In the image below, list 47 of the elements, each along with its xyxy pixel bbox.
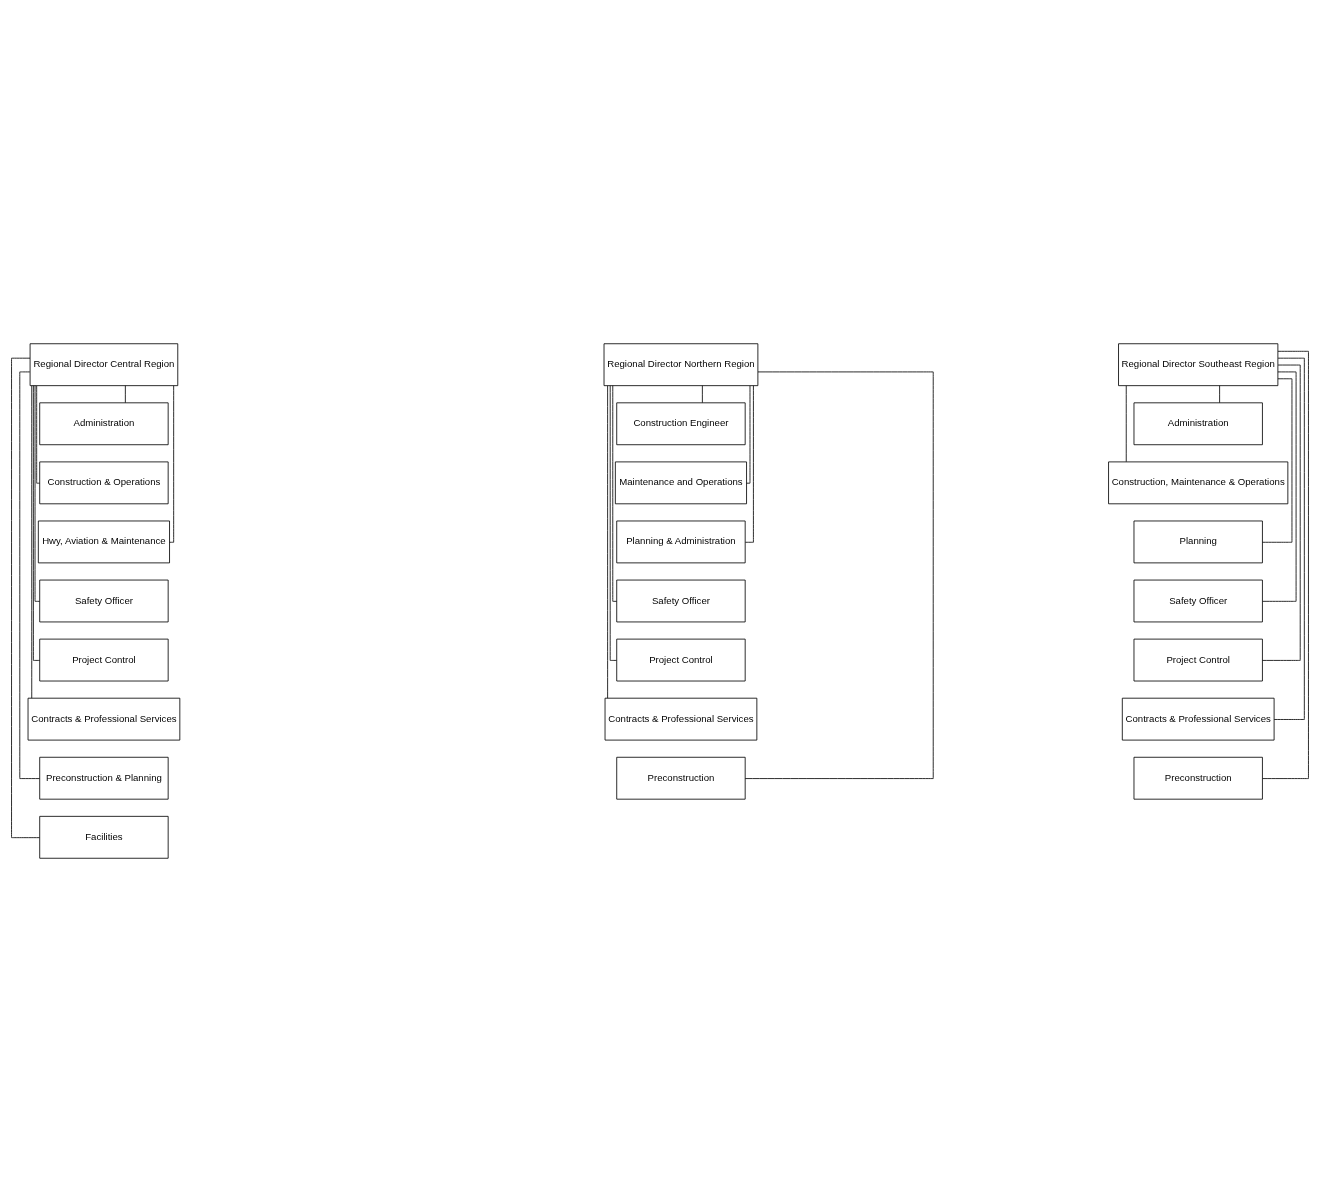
node-box: Administration bbox=[1133, 402, 1263, 446]
connector bbox=[612, 385, 618, 602]
connector bbox=[609, 385, 617, 661]
connector bbox=[11, 357, 40, 839]
node-box: Construction & Operations bbox=[39, 461, 169, 505]
node-box: Contracts & Professional Services bbox=[1121, 697, 1275, 741]
node-box: Administration bbox=[39, 402, 169, 446]
node-box: Maintenance and Operations bbox=[614, 461, 747, 505]
node-box: Planning bbox=[1133, 520, 1263, 564]
connector bbox=[1219, 385, 1220, 404]
node-box: Construction Engineer bbox=[616, 402, 746, 446]
connector bbox=[745, 385, 754, 543]
node-box: Facilities bbox=[39, 815, 169, 859]
node-box: Preconstruction bbox=[1133, 756, 1263, 800]
node-box: Project Control bbox=[1133, 638, 1263, 682]
connector bbox=[124, 385, 126, 404]
node-box: Regional Director Central Region bbox=[29, 343, 179, 387]
connector bbox=[33, 385, 41, 661]
node-box: Hwy, Aviation & Maintenance bbox=[37, 520, 170, 564]
node-box: Preconstruction bbox=[616, 756, 746, 800]
connector bbox=[1262, 371, 1297, 602]
connector bbox=[31, 385, 33, 699]
connector bbox=[1262, 364, 1301, 661]
connector bbox=[701, 385, 703, 404]
connector bbox=[34, 385, 40, 602]
node-box: Contracts & Professional Services bbox=[604, 697, 758, 741]
node-box: Project Control bbox=[39, 638, 169, 682]
connector bbox=[744, 371, 934, 779]
node-box: Contracts & Professional Services bbox=[27, 697, 181, 741]
connector bbox=[1125, 385, 1127, 463]
node-box: Safety Officer bbox=[39, 579, 169, 623]
node-box: Project Control bbox=[616, 638, 746, 682]
connector bbox=[19, 371, 40, 779]
connector bbox=[1262, 350, 1309, 779]
connector bbox=[169, 385, 175, 543]
node-box: Planning & Administration bbox=[616, 520, 746, 564]
connector bbox=[1273, 357, 1305, 720]
node-box: Preconstruction & Planning bbox=[39, 756, 169, 800]
connector bbox=[607, 385, 609, 699]
node-box: Construction, Maintenance & Operations bbox=[1108, 461, 1289, 505]
connector bbox=[36, 385, 40, 484]
node-box: Regional Director Southeast Region bbox=[1118, 343, 1279, 387]
node-box: Safety Officer bbox=[1133, 579, 1263, 623]
node-box: Safety Officer bbox=[616, 579, 746, 623]
connector bbox=[1262, 378, 1293, 543]
node-box: Regional Director Northern Region bbox=[603, 343, 759, 387]
connector bbox=[746, 385, 751, 484]
